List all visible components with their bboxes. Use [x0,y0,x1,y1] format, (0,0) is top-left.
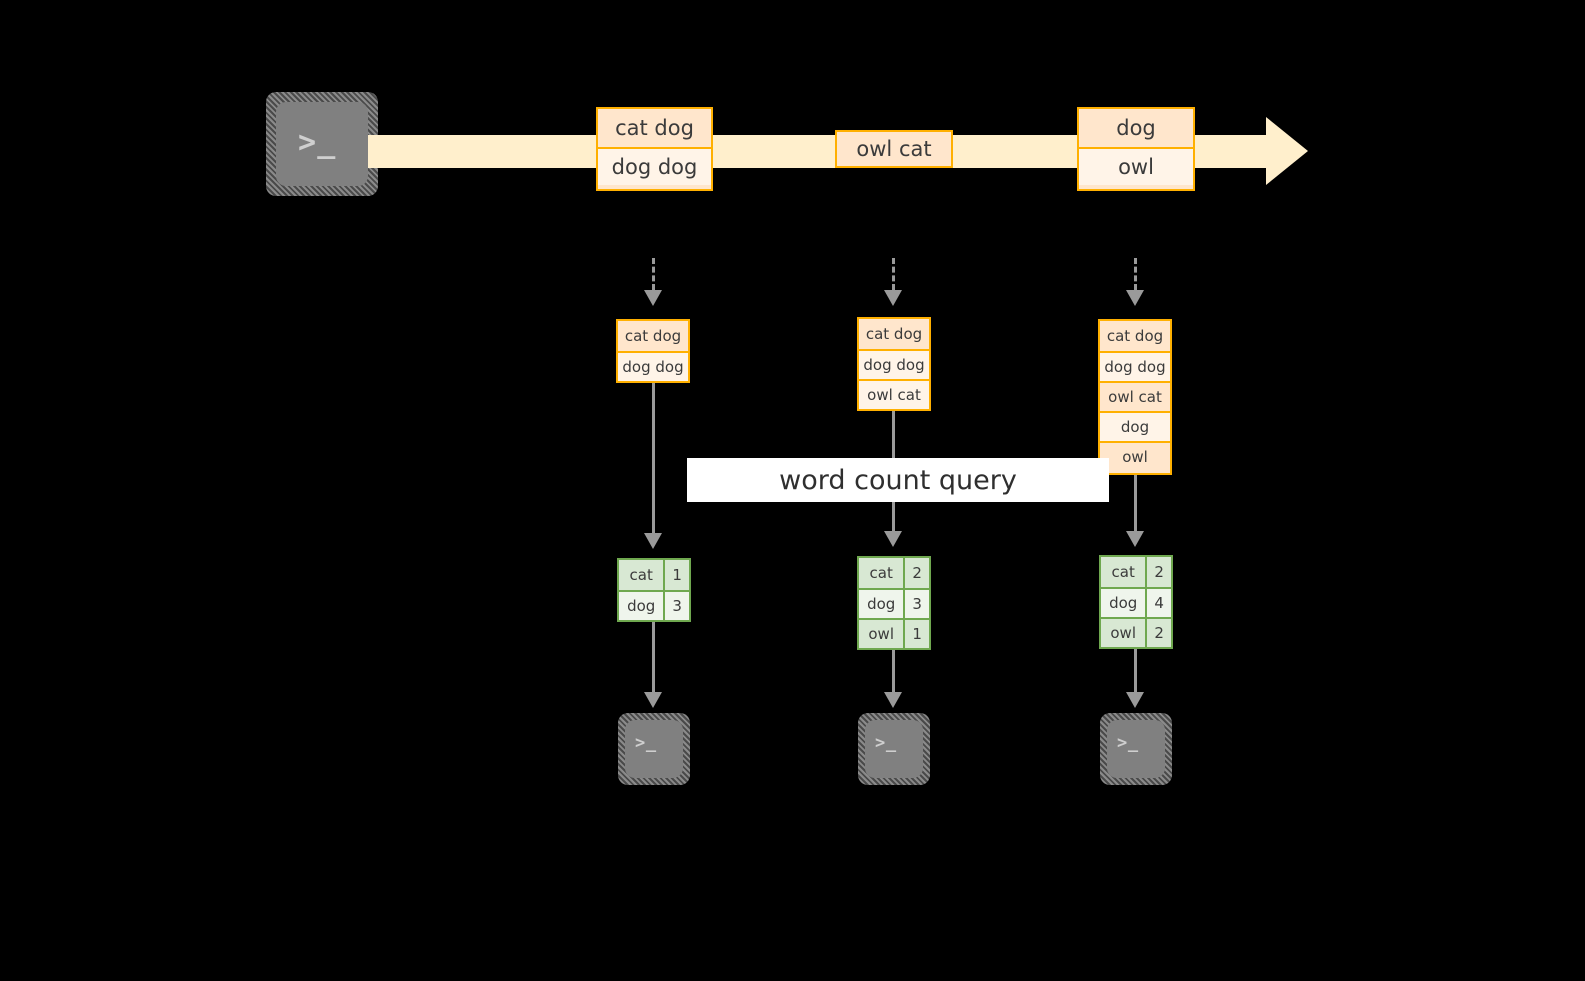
result-word: cat [1111,563,1135,581]
result-word: cat [629,566,653,584]
log-line: cat dog [859,319,929,349]
snapshot-1-sink-terminal-icon: >_ [618,713,690,785]
log-line: owl cat [1100,381,1170,411]
stream-event-line: owl [1079,147,1193,185]
result-row: dog 4 [1101,587,1171,617]
stream-event-line: cat dog [598,109,711,147]
result-count: 1 [663,560,689,590]
result-count: 4 [1145,589,1171,617]
result-row: owl 2 [1101,617,1171,647]
result-count: 3 [903,590,929,618]
snapshot-1-sink-arrowhead [644,692,662,708]
snapshot-3-query-arrowhead [1126,531,1144,547]
event-stream-arrowhead [1266,117,1308,185]
terminal-prompt-glyph: >_ [635,733,657,753]
stream-event-line: owl cat [837,132,951,166]
snapshot-3-trigger-line [1134,258,1137,290]
stream-source-terminal-icon: >_ [266,92,378,196]
log-line: cat dog [618,321,688,351]
snapshot-3-sink-arrowhead [1126,692,1144,708]
log-line: dog dog [1100,351,1170,381]
result-count: 1 [903,620,929,648]
snapshot-2-sink-line [892,650,895,692]
snapshot-2-sink-arrowhead [884,692,902,708]
snapshot-1-query-line [652,383,655,533]
snapshot-1-trigger-arrowhead [644,290,662,306]
log-line: dog dog [859,349,929,379]
terminal-body [625,720,683,778]
result-row: cat 2 [859,558,929,588]
stream-event-group-3: dog owl [1077,107,1195,191]
snapshot-2-trigger-arrowhead [884,290,902,306]
terminal-prompt-glyph: >_ [875,733,897,753]
snapshot-2-result-table: cat 2 dog 3 owl 1 [857,556,931,650]
stream-event-line: dog dog [598,147,711,185]
query-label: word count query [687,458,1109,502]
result-row: cat 1 [619,560,689,590]
snapshot-3-trigger-arrowhead [1126,290,1144,306]
snapshot-3-sink-line [1134,649,1137,692]
result-row: cat 2 [1101,557,1171,587]
snapshot-1-trigger-line [652,258,655,290]
snapshot-1-sink-line [652,622,655,692]
result-row: dog 3 [859,588,929,618]
result-count: 2 [903,558,929,588]
log-line: owl cat [859,379,929,409]
result-word: owl [1110,624,1136,642]
stream-event-group-2: owl cat [835,130,953,168]
terminal-prompt-glyph: >_ [1117,733,1139,753]
snapshot-2-sink-terminal-icon: >_ [858,713,930,785]
snapshot-3-log-box: cat dog dog dog owl cat dog owl [1098,319,1172,475]
result-count: 3 [663,592,689,620]
stream-event-group-1: cat dog dog dog [596,107,713,191]
log-line: dog dog [618,351,688,381]
snapshot-2-trigger-line [892,258,895,290]
result-count: 2 [1145,557,1171,587]
snapshot-3-query-line [1134,475,1137,531]
terminal-prompt-glyph: >_ [298,125,337,160]
result-word: cat [869,564,893,582]
snapshot-1-result-table: cat 1 dog 3 [617,558,691,622]
terminal-body [1107,720,1165,778]
result-row: owl 1 [859,618,929,648]
snapshot-1-log-box: cat dog dog dog [616,319,690,383]
stream-event-line: dog [1079,109,1193,147]
terminal-body [865,720,923,778]
result-word: dog [1109,594,1138,612]
snapshot-2-query-arrowhead [884,531,902,547]
result-count: 2 [1145,619,1171,647]
result-row: dog 3 [619,590,689,620]
log-line: cat dog [1100,321,1170,351]
snapshot-3-sink-terminal-icon: >_ [1100,713,1172,785]
result-word: dog [867,595,896,613]
result-word: owl [868,625,894,643]
snapshot-3-result-table: cat 2 dog 4 owl 2 [1099,555,1173,649]
terminal-body [276,102,368,186]
snapshot-2-log-box: cat dog dog dog owl cat [857,317,931,411]
result-word: dog [627,597,656,615]
snapshot-1-query-arrowhead [644,533,662,549]
log-line: dog [1100,411,1170,441]
log-line: owl [1100,441,1170,471]
